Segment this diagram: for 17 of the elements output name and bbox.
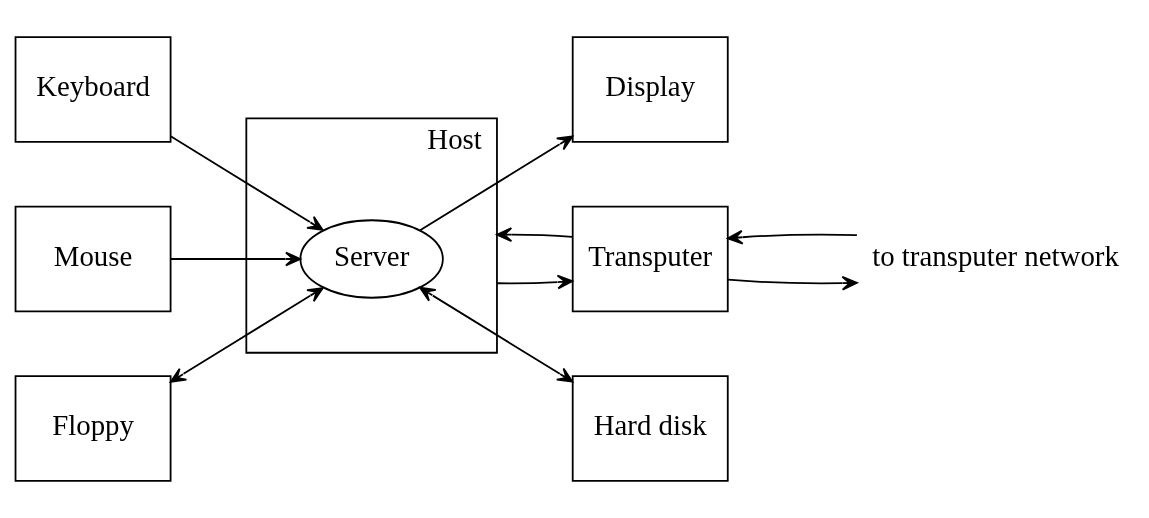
node-text: to transputer network [872,239,1119,272]
arrow [169,251,302,267]
node-box: Floppy [14,375,172,482]
arrow [496,227,574,243]
node-ellipse: Server [299,219,444,299]
arrow [727,275,858,291]
arrow [169,135,324,231]
arrow [169,287,324,383]
arrow [419,135,574,232]
node-box: Transputer [571,205,729,313]
node-box: Hard disk [571,375,729,482]
arrow [727,229,858,245]
node-box: Display [571,36,729,143]
node-box: Keyboard [14,36,172,143]
arrow [496,274,574,290]
arrow [419,286,574,383]
node-box: Mouse [14,205,172,313]
